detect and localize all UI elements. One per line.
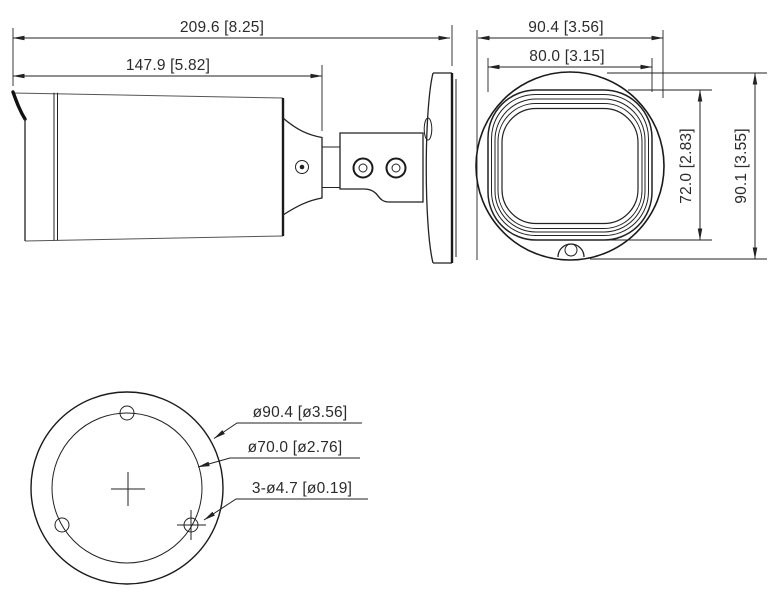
bracket-screw-inner <box>391 163 401 173</box>
callout-label-outer-diameter: ø90.4 [ø3.56] <box>253 404 348 421</box>
dimension-window-width: 80.0 [3.15] <box>487 48 653 92</box>
sunshield-lip <box>11 90 27 121</box>
bezel-ring <box>497 103 643 229</box>
dimension-window-height: 72.0 [2.83] <box>598 89 712 241</box>
center-mark <box>111 472 145 506</box>
dimension-label-overall-length: 209.6 [8.25] <box>180 19 264 36</box>
bracket-neck <box>322 146 340 188</box>
camera-face <box>475 71 665 261</box>
bracket-screw-icon <box>352 157 374 179</box>
callout-outer-diameter: ø90.4 [ø3.56] <box>213 404 362 439</box>
base-plate-side <box>423 72 457 264</box>
bezel-ring <box>491 94 649 236</box>
dimension-overall-length: 209.6 [8.25] <box>12 19 453 86</box>
dimension-overall-height: 90.1 [3.55] <box>590 72 767 260</box>
camera-body-outline <box>11 90 285 242</box>
dimension-label-body-length: 147.9 [5.82] <box>126 57 210 74</box>
leader-line <box>197 457 360 468</box>
rear-cap <box>282 117 323 216</box>
cap-screw-icon <box>295 160 309 174</box>
rear-cap-outline <box>282 117 323 216</box>
bracket-screw-inner <box>358 163 368 173</box>
front-view: 90.4 [3.56] 80.0 [3.15] 72.0 [2.83] <box>475 19 767 261</box>
bracket-screw-icon <box>385 157 407 179</box>
hole-center-mark <box>177 510 206 540</box>
callout-mount-holes: 3-ø4.7 [ø0.19] <box>203 480 368 521</box>
lens-window <box>501 107 639 225</box>
bracket-outline <box>339 132 424 203</box>
dimension-label-overall-width: 90.4 [3.56] <box>528 19 603 36</box>
dimension-overall-width: 90.4 [3.56] <box>476 19 664 260</box>
callout-label-mount-holes: 3-ø4.7 [ø0.19] <box>252 480 352 497</box>
base-outer-circle <box>30 391 224 585</box>
base-view: ø90.4 [ø3.56] ø70.0 [ø2.76] 3-ø4.7 [ø0.1… <box>30 391 368 585</box>
dimension-label-window-height: 72.0 [2.83] <box>678 128 695 203</box>
cap-screw-center <box>299 164 305 170</box>
side-view: 209.6 [8.25] 147.9 [5.82] <box>11 19 457 264</box>
dimension-body-length: 147.9 [5.82] <box>12 57 323 131</box>
mount-hole <box>119 405 135 421</box>
face-screw-boss <box>557 243 585 258</box>
bolt-circle <box>51 412 203 564</box>
base-plate-arc <box>425 72 434 264</box>
mount-bracket <box>339 132 424 203</box>
mount-hole <box>54 517 70 533</box>
cable-hole <box>423 117 433 141</box>
face-outer-circle <box>475 71 665 261</box>
dimension-label-overall-height: 90.1 [3.55] <box>733 128 750 203</box>
face-screw-icon <box>564 243 578 257</box>
body-bottom-edge <box>24 235 284 242</box>
leader-line <box>203 498 368 521</box>
callout-bolt-circle: ø70.0 [ø2.76] <box>197 439 360 468</box>
callout-label-bolt-circle: ø70.0 [ø2.76] <box>248 439 343 456</box>
bezel-ring <box>494 98 646 233</box>
bezel-ring <box>487 89 653 241</box>
dimension-label-window-width: 80.0 [3.15] <box>529 48 604 65</box>
leader-line <box>213 422 362 439</box>
